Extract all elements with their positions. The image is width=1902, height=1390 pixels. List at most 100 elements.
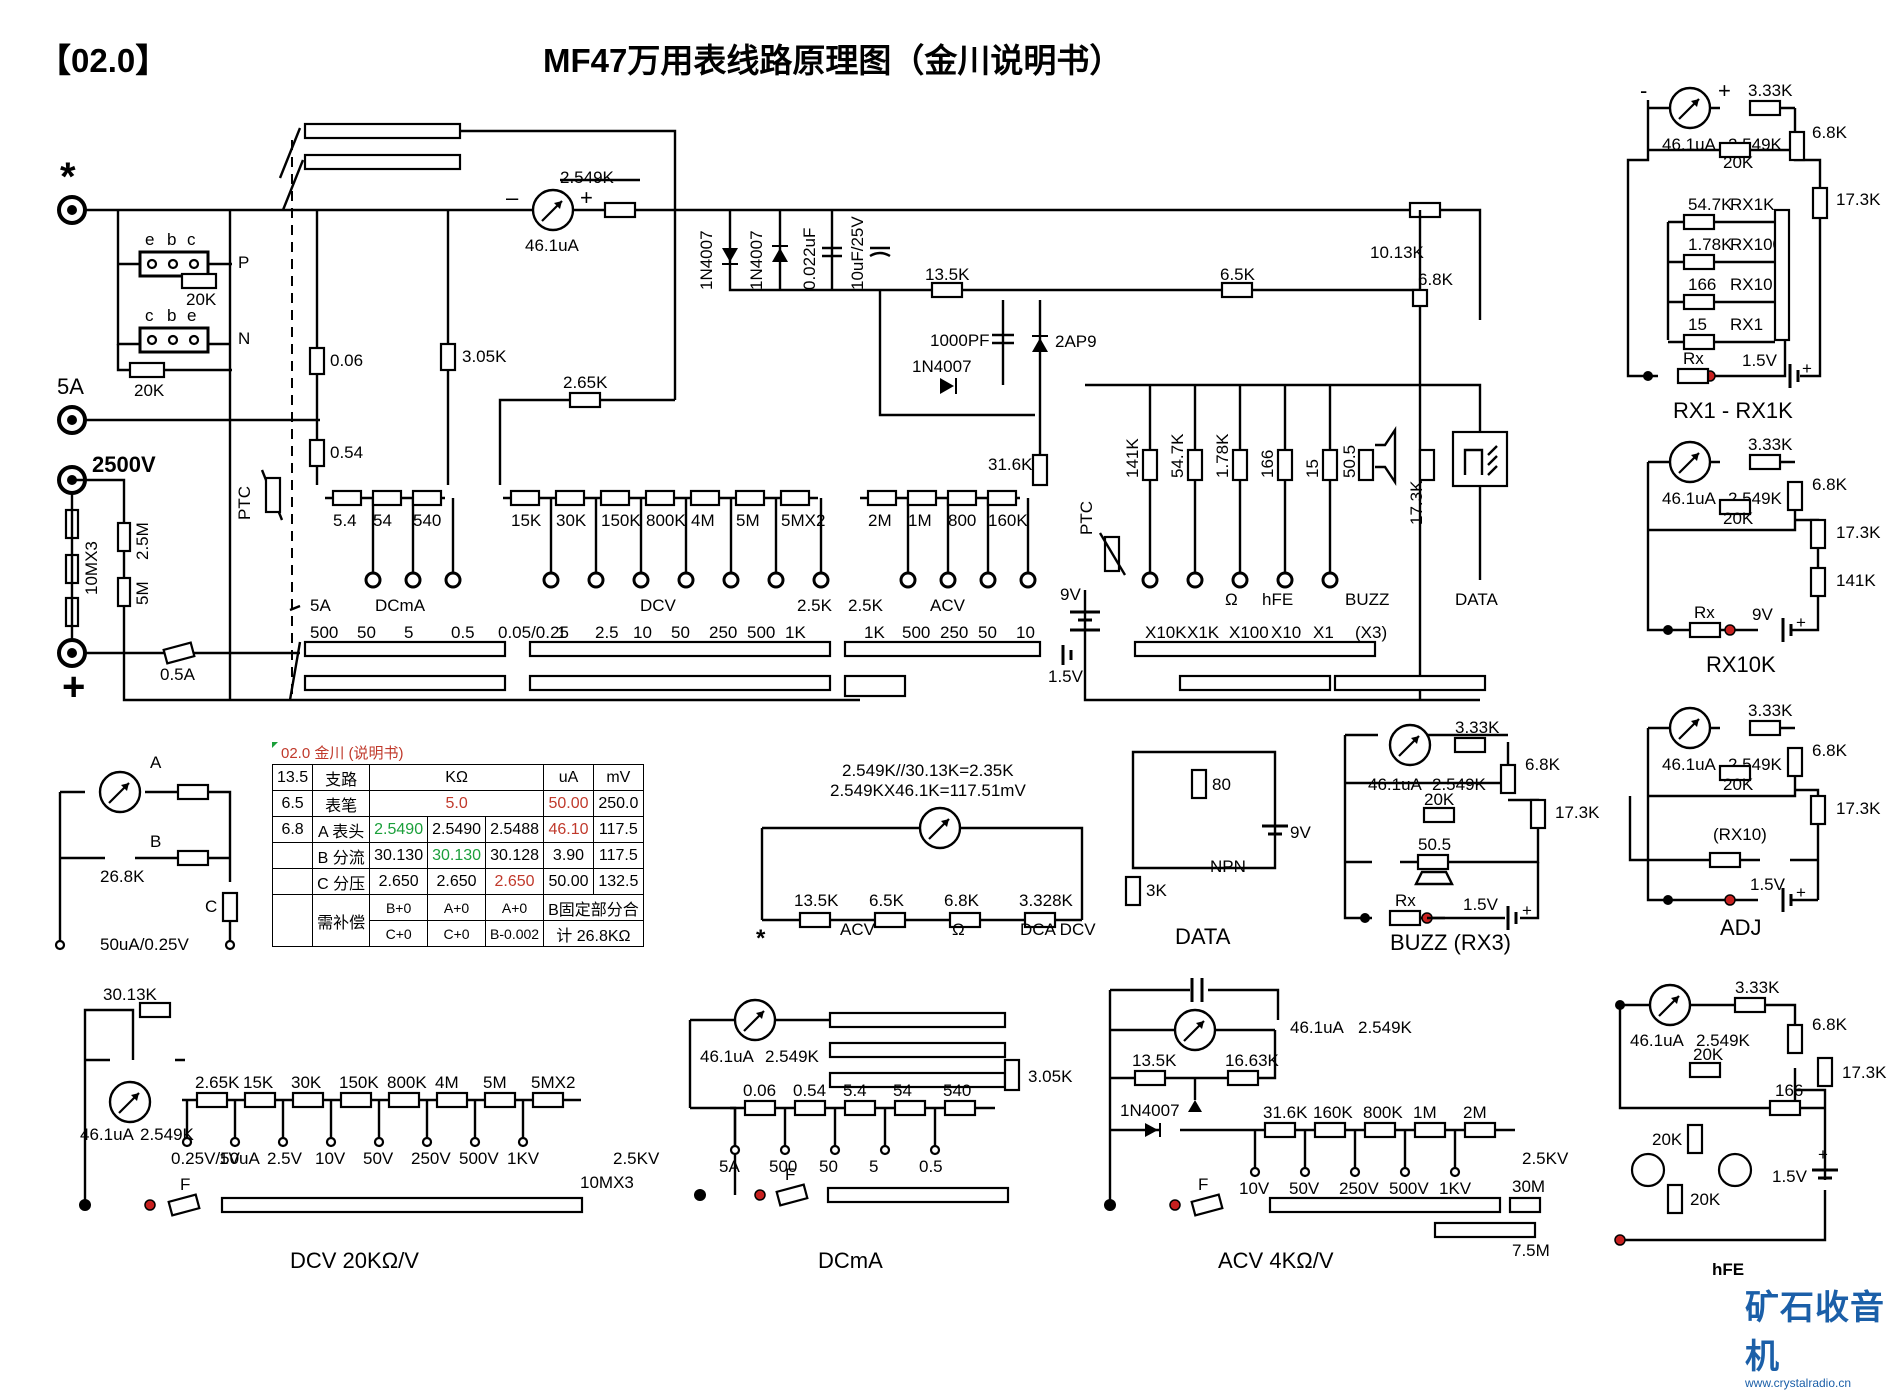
- table-cell: A 表头: [312, 816, 371, 843]
- acv-r-2: 800: [948, 511, 976, 530]
- dcma-r-0: 5.4: [333, 511, 357, 530]
- table-cell: [271, 842, 314, 869]
- scale-tick: X100: [1229, 623, 1269, 642]
- jack-plus-label: +: [62, 665, 85, 709]
- socket-p-label: P: [238, 253, 249, 272]
- table-cell: B+0: [369, 894, 429, 921]
- sidebar-adj: 3.33K 6.8K 17.3K 46.1uA 2.549K 20K (RX10…: [1628, 701, 1881, 940]
- dcv-r-6: 5M: [483, 1073, 507, 1092]
- dcv-meter-r: 2.549K: [140, 1125, 195, 1144]
- table-cell: [271, 894, 314, 947]
- abc-b: B: [150, 832, 161, 851]
- dcv-r-terminal: [677, 571, 695, 589]
- hfe-r7: 20K: [1690, 1190, 1721, 1209]
- dcv-r-1: 30K: [556, 511, 587, 530]
- table-cell: A+0: [427, 894, 487, 921]
- data-box: [1451, 430, 1509, 488]
- table-row: 6.8 A 表头 2.5490 2.5490 2.5488 46.10 117.…: [271, 816, 644, 843]
- mini-abc: A B C 26.8K 50uA/0.25V: [54, 753, 239, 954]
- table-cell: mV: [592, 764, 644, 791]
- dcv-tap-4: 50V: [363, 1149, 394, 1168]
- ohm-r-2: 1.78K: [1213, 433, 1232, 478]
- ohm-r-4: 15: [1303, 459, 1322, 478]
- dcma-fuse: F: [785, 1165, 795, 1184]
- rx10k-meter: 46.1uA: [1662, 489, 1717, 508]
- dcma-tap-3: 5: [869, 1157, 878, 1176]
- calc-r-3: 3.328K: [1019, 891, 1074, 910]
- group-5a: 5A: [310, 596, 331, 615]
- rx10k-title: RX10K: [1706, 652, 1776, 677]
- main-meter-minus: –: [506, 185, 519, 210]
- jack-star-label: *: [60, 155, 76, 199]
- dcv-r-5: 4M: [435, 1073, 459, 1092]
- table-cell: C+0: [427, 920, 487, 947]
- acv-fuse: F: [1198, 1175, 1208, 1194]
- rx1k-plus: +: [1802, 359, 1812, 378]
- table-cell: B 分流: [312, 842, 371, 869]
- schematic-canvas: 【02.0】 MF47万用表线路原理图（金川说明书） * 5A 2500V + …: [38, 42, 1887, 1279]
- abc-c: C: [205, 897, 217, 916]
- rx1k-r4: 20K: [1723, 153, 1754, 172]
- rx10k-r4: 141K: [1836, 571, 1876, 590]
- dcma-tap-0: 5A: [719, 1157, 740, 1176]
- table-cell: uA: [543, 764, 594, 791]
- table-cell: 132.5: [592, 868, 644, 895]
- r-hv-2-5m: 2.5M: [133, 522, 152, 560]
- scale-tick: X1: [1313, 623, 1334, 642]
- rx1k-tap-label-3: RX1: [1730, 315, 1763, 334]
- r-2-65k: 2.65K: [563, 373, 608, 392]
- r-6-5k: 6.5K: [1220, 265, 1256, 284]
- table-cell: 需补偿: [312, 894, 371, 947]
- table-cell: 30.128: [485, 842, 545, 869]
- dcv-r-terminal: [812, 571, 830, 589]
- table-cell: 50.00: [543, 790, 594, 817]
- table-cell: A+0: [485, 894, 545, 921]
- dcv-meter: 46.1uA: [80, 1125, 135, 1144]
- adj-title: ADJ: [1720, 915, 1762, 940]
- dcv-r-terminal: [722, 571, 740, 589]
- table-cell: 支路: [312, 764, 371, 791]
- scale-tick: 250: [709, 623, 737, 642]
- table-cell: 计 26.8KΩ: [543, 920, 644, 947]
- dcma-title: DCmA: [818, 1248, 883, 1273]
- hfe-plus: +: [1818, 1145, 1828, 1164]
- buzz-bz: 50.5: [1418, 835, 1451, 854]
- acv-hv: 2.5KV: [1522, 1149, 1569, 1168]
- table-cell: 6.8: [271, 816, 314, 843]
- acv-r-1: 160K: [1313, 1103, 1353, 1122]
- scale-tick: X10: [1271, 623, 1301, 642]
- dcma-r-0: 0.06: [743, 1081, 776, 1100]
- socket-n-pin-c: c: [145, 306, 154, 325]
- rx1k-tap-label-0: RX1K: [1730, 195, 1775, 214]
- buzz-r1: 3.33K: [1455, 718, 1500, 737]
- acv-r-terminal: [979, 571, 997, 589]
- term-hfe: hFE: [1262, 590, 1293, 609]
- dcma-r-1: 0.54: [793, 1081, 826, 1100]
- rx10k-r2: 6.8K: [1812, 475, 1848, 494]
- bottom-hfe: 3.33K 6.8K 17.3K 46.1uA 2.549K 20K 166 2…: [1614, 978, 1887, 1279]
- table-cell: 30.130: [369, 842, 429, 869]
- group-dcv-2-5k: 2.5K: [797, 596, 833, 615]
- cap-c2-label: 10uF/25V: [848, 216, 867, 290]
- adj-r2: 6.8K: [1812, 741, 1848, 760]
- table-cell: 50.00: [543, 868, 594, 895]
- dcv-fuse: F: [180, 1175, 190, 1194]
- acv-r2: 16.63K: [1225, 1051, 1280, 1070]
- diode-d4-label: 2AP9: [1055, 332, 1097, 351]
- table-cell: 3.90: [543, 842, 594, 869]
- ohm-r-3: 166: [1258, 450, 1277, 478]
- table-cell: 6.5: [271, 790, 314, 817]
- brand-logo: 矿石收音机 www.crystalradio.cn: [1745, 1280, 1895, 1390]
- acv-r-3: 1M: [1413, 1103, 1437, 1122]
- calc-term-dca-dcv: DCA DCV: [1020, 920, 1096, 939]
- scale-tick: 0.05/0.25: [498, 623, 569, 642]
- cap-c3-label: 1000PF: [930, 331, 990, 350]
- socket-p-pin-c: c: [187, 230, 196, 249]
- buzz-r4: 20K: [1424, 790, 1455, 809]
- dcv-r-5: 5M: [736, 511, 760, 530]
- r-17-3k: 17.3K: [1407, 480, 1426, 525]
